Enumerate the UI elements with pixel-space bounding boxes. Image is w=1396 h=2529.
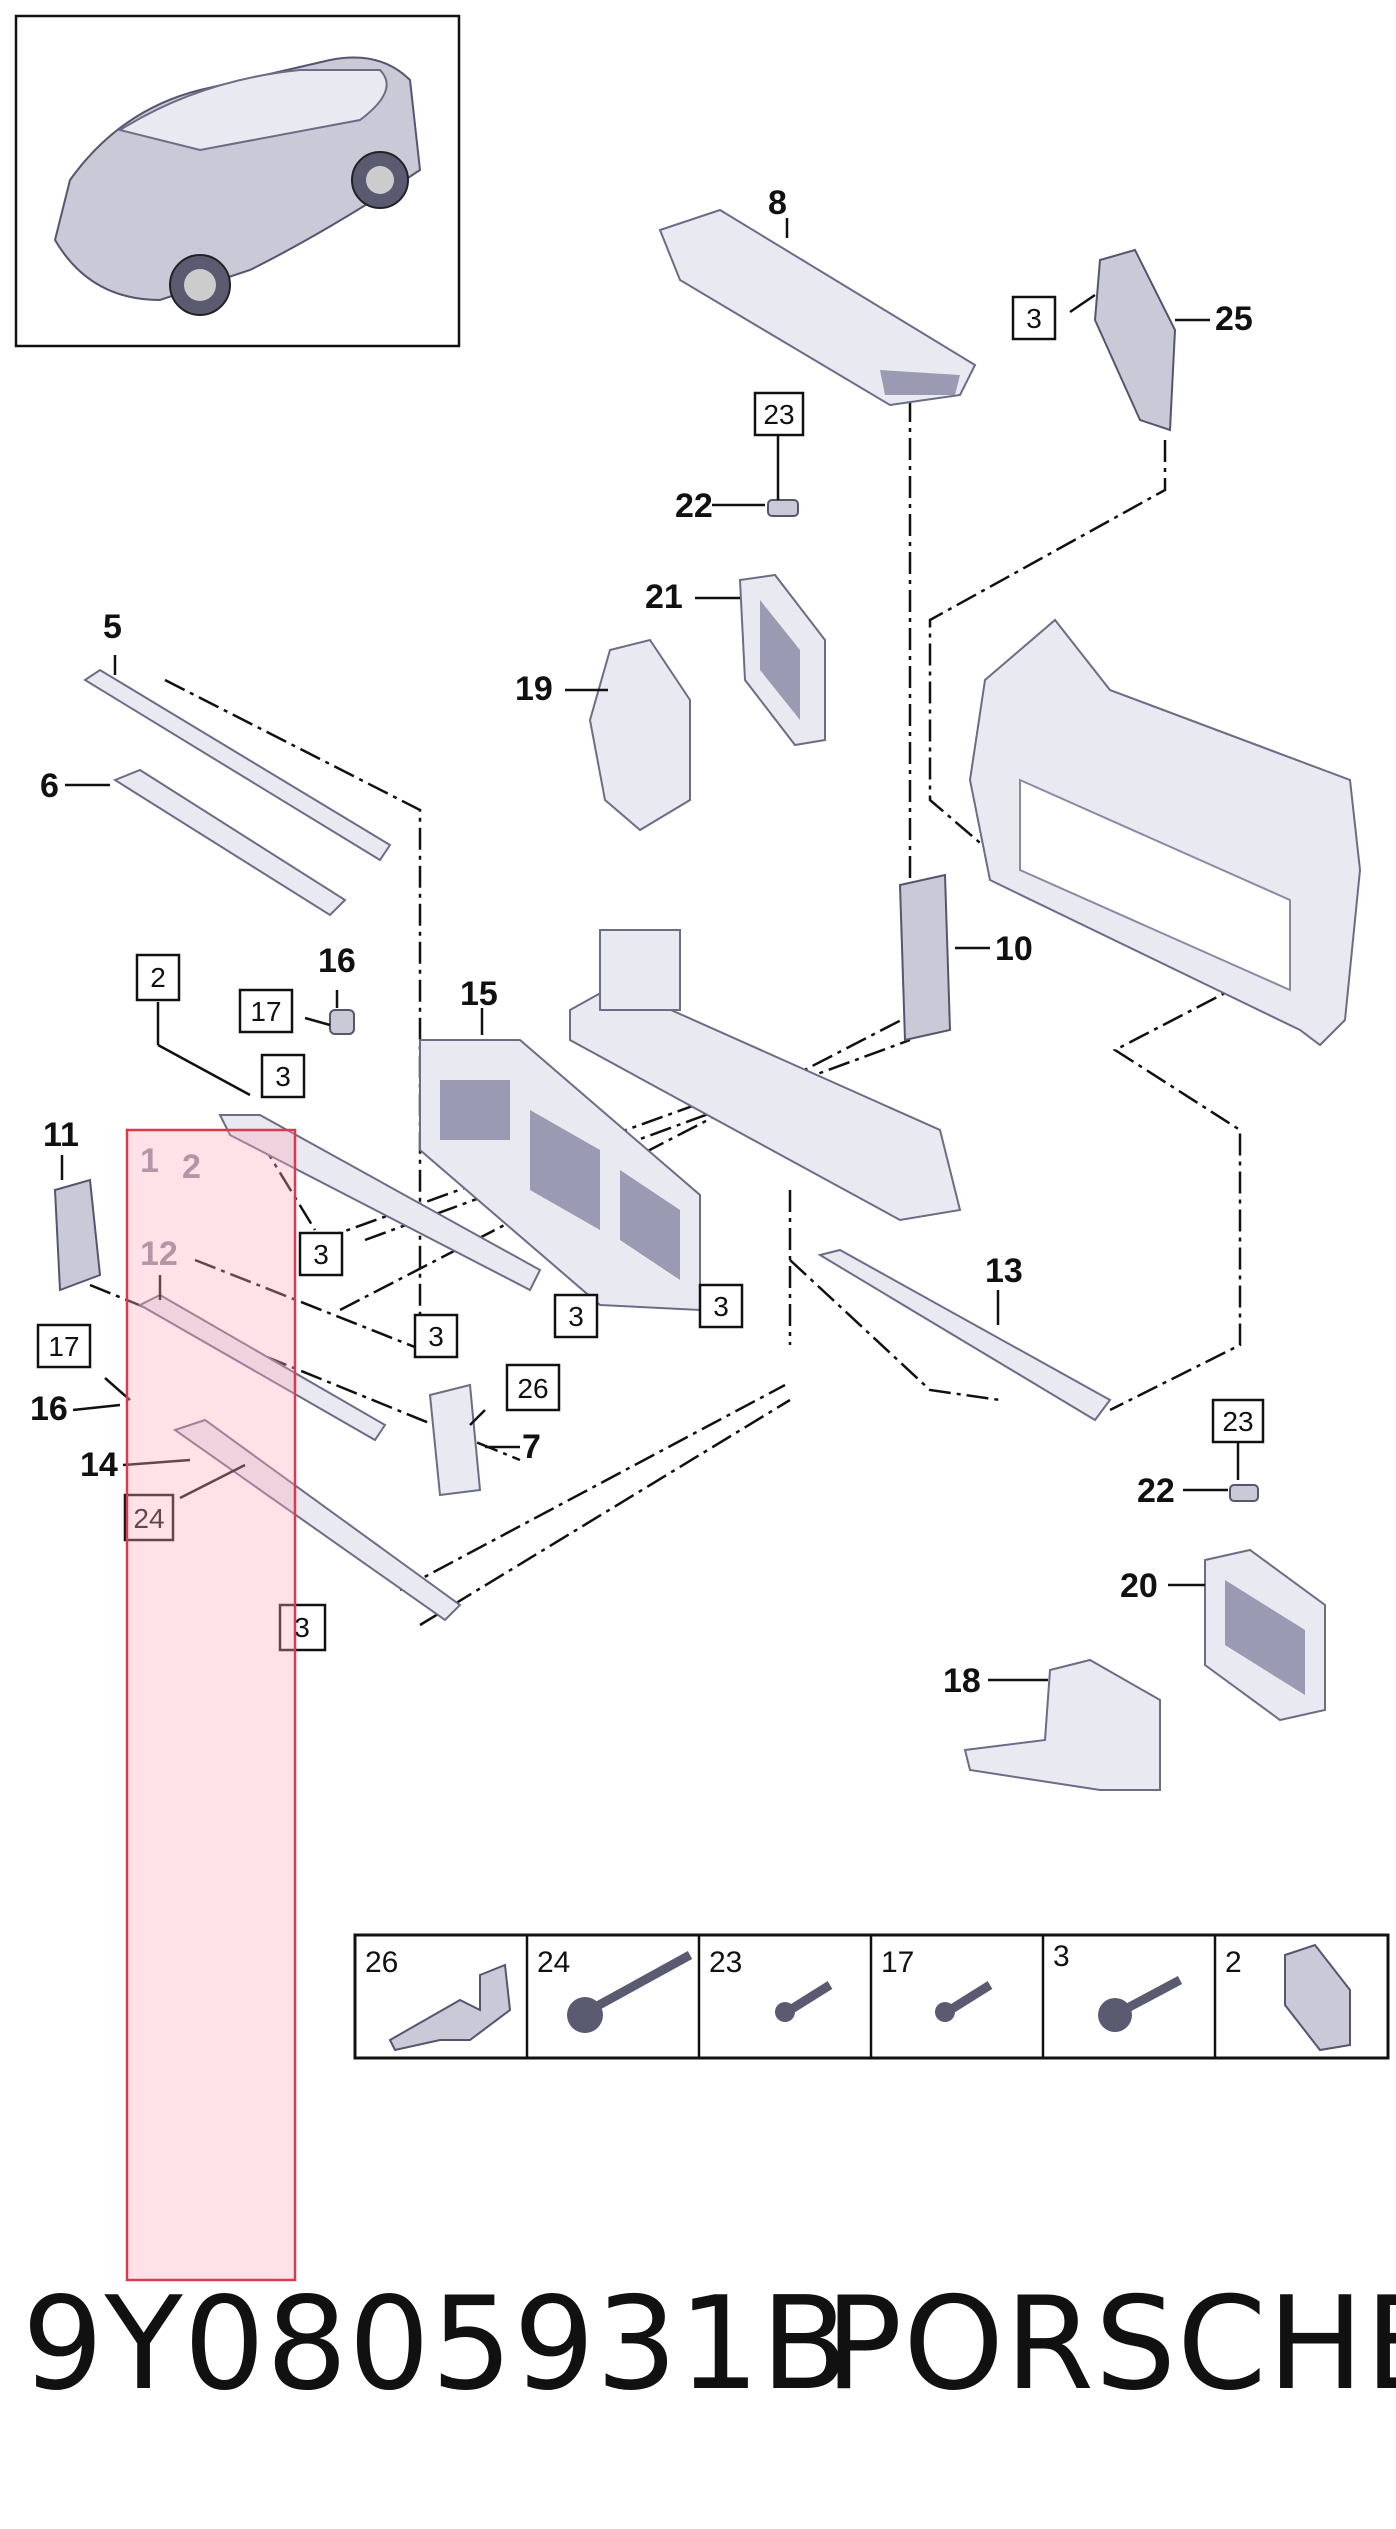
box-ref-26: 26 [505, 1363, 561, 1412]
callout-7: 8 [768, 184, 787, 222]
svg-text:23: 23 [763, 399, 794, 430]
callout-10: 7 [522, 1428, 541, 1466]
callout-21: 21 [645, 578, 683, 616]
svg-text:23: 23 [709, 1946, 742, 1979]
box-ref-23-lower: 23 [1211, 1398, 1265, 1444]
box-ref-3-top-right: 3 [1011, 295, 1057, 341]
svg-text:2: 2 [150, 962, 166, 993]
boxed-references: 3 23 2 17 3 3 3 3 3 17 26 24 23 3 [36, 295, 1265, 1652]
callout-19: 19 [515, 670, 553, 708]
table-cell-23: 23 [709, 1946, 833, 2022]
box-ref-24: 24 [123, 1493, 175, 1542]
callout-16-left: 16 [30, 1390, 68, 1428]
svg-text:17: 17 [48, 1331, 79, 1362]
box-ref-2: 2 [135, 953, 181, 1002]
box-ref-3-e: 3 [698, 1283, 744, 1329]
callout-12: 12 [140, 1235, 178, 1273]
table-cell-2: 2 [1225, 1943, 1351, 2052]
svg-text:3: 3 [294, 1612, 310, 1643]
svg-text:3: 3 [313, 1239, 329, 1270]
part-highlight-region [125, 1128, 297, 2282]
callout-8: 10 [995, 930, 1033, 968]
callout-25: 25 [1215, 300, 1253, 338]
callout-22-lower: 22 [1137, 1472, 1175, 1510]
callout-14: 15 [460, 975, 498, 1013]
callout-13: 13 [985, 1252, 1023, 1290]
svg-text:17: 17 [250, 996, 281, 1027]
box-ref-3-bottom: 3 [278, 1603, 327, 1652]
box-ref-3-b: 3 [298, 1231, 344, 1277]
svg-text:3: 3 [568, 1301, 584, 1332]
callout-1: 1 [140, 1142, 159, 1180]
brand-label: PORSCHE [825, 2270, 1396, 2419]
part-number-label: 9Y0805931B [22, 2270, 850, 2419]
callout-22-top: 22 [675, 487, 713, 525]
fastener-table: 26 24 23 17 3 2 [353, 1933, 1390, 2060]
svg-text:2: 2 [1225, 1946, 1242, 1979]
table-cell-26: 26 [365, 1946, 512, 2052]
svg-text:26: 26 [365, 1946, 398, 1979]
callout-18: 18 [943, 1662, 981, 1700]
table-cell-24: 24 [537, 1946, 693, 2033]
svg-text:24: 24 [537, 1946, 570, 1979]
callout-15: 14 [80, 1446, 118, 1484]
callout-labels: 8 25 22 21 19 5 6 10 16 15 11 1 2 12 13 … [30, 184, 1253, 1700]
table-cell-17: 17 [881, 1946, 993, 2022]
parts [53, 208, 1362, 1791]
callout-20: 20 [1120, 1567, 1158, 1605]
callout-11: 11 [43, 1116, 79, 1154]
box-ref-3-c: 3 [413, 1313, 459, 1359]
callout-5: 5 [103, 608, 122, 646]
svg-text:3: 3 [428, 1321, 444, 1352]
vehicle-thumbnail [14, 14, 461, 348]
leader-lines [60, 218, 1240, 1682]
table-cell-3: 3 [1053, 1940, 1183, 2032]
svg-text:3: 3 [1053, 1940, 1070, 1973]
svg-text:26: 26 [517, 1373, 548, 1404]
svg-text:3: 3 [275, 1061, 291, 1092]
box-ref-17-top: 17 [238, 988, 294, 1034]
svg-text:23: 23 [1222, 1406, 1253, 1437]
box-ref-3-d: 3 [553, 1293, 599, 1339]
box-ref-3-a: 3 [260, 1053, 306, 1099]
callout-6: 6 [40, 767, 59, 805]
svg-text:17: 17 [881, 1946, 914, 1979]
svg-text:24: 24 [133, 1503, 164, 1534]
box-ref-23-top: 23 [753, 391, 805, 437]
svg-text:3: 3 [713, 1291, 729, 1322]
callout-16-top: 16 [318, 942, 356, 980]
box-ref-17-left: 17 [36, 1323, 92, 1369]
svg-text:3: 3 [1026, 303, 1042, 334]
callout-2: 2 [182, 1148, 201, 1186]
